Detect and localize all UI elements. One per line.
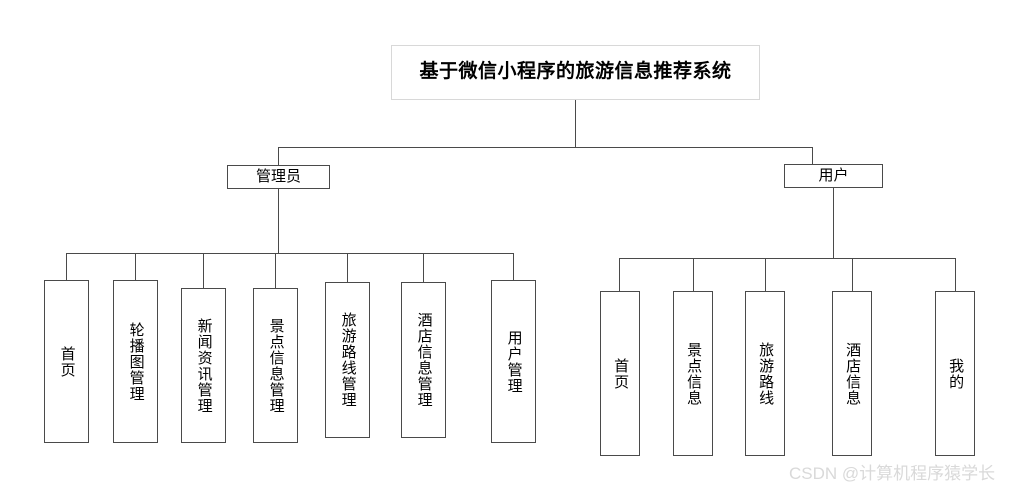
- role-node-user-label: 用户: [818, 167, 849, 185]
- root-node-system-title[interactable]: 基于微信小程序的旅游信息推荐系统: [391, 45, 760, 100]
- admin-module-carousel-label: 轮播图管理: [127, 321, 145, 402]
- connector-admin-drop-4: [275, 253, 276, 288]
- root-node-label: 基于微信小程序的旅游信息推荐系统: [419, 61, 732, 83]
- user-module-travel-route[interactable]: 旅游路线: [745, 291, 785, 456]
- watermark-csdn: CSDN @计算机程序猿学长: [789, 464, 996, 483]
- admin-module-news-label: 新闻资讯管理: [195, 317, 213, 414]
- admin-module-travel-route-label: 旅游路线管理: [339, 312, 357, 408]
- admin-module-carousel[interactable]: 轮播图管理: [113, 280, 158, 443]
- user-module-mine[interactable]: 我的: [935, 291, 975, 456]
- user-module-hotel-info-label: 酒店信息: [844, 341, 862, 406]
- connector-root-stem: [575, 100, 576, 147]
- connector-admin-drop-6: [423, 253, 424, 282]
- connector-admin-drop-1: [66, 253, 67, 280]
- connector-role-bus-left-drop: [278, 147, 279, 165]
- admin-module-hotel-info-label: 酒店信息管理: [415, 312, 433, 408]
- admin-module-attraction-info[interactable]: 景点信息管理: [253, 288, 298, 443]
- admin-module-user-management[interactable]: 用户管理: [491, 280, 536, 443]
- connector-admin-drop-3: [203, 253, 204, 288]
- connector-admin-bus: [66, 253, 513, 254]
- role-node-user[interactable]: 用户: [784, 164, 883, 188]
- connector-admin-drop-5: [347, 253, 348, 282]
- admin-module-user-management-label: 用户管理: [505, 329, 523, 394]
- admin-module-home-label: 首页: [58, 345, 76, 378]
- connector-user-drop-2: [693, 258, 694, 291]
- connector-user-drop-5: [955, 258, 956, 291]
- admin-module-attraction-info-label: 景点信息管理: [267, 317, 285, 414]
- admin-module-home[interactable]: 首页: [44, 280, 89, 443]
- connector-user-drop-4: [852, 258, 853, 291]
- admin-module-travel-route[interactable]: 旅游路线管理: [325, 282, 370, 438]
- user-module-attraction-info-label: 景点信息: [685, 341, 703, 406]
- role-node-admin-label: 管理员: [255, 168, 301, 186]
- user-module-travel-route-label: 旅游路线: [757, 341, 775, 406]
- connector-user-bus: [619, 258, 955, 259]
- connector-user-drop-3: [765, 258, 766, 291]
- connector-admin-drop-2: [135, 253, 136, 280]
- admin-module-hotel-info[interactable]: 酒店信息管理: [401, 282, 446, 438]
- connector-role-bus-right-drop: [812, 147, 813, 165]
- connector-role-bus: [278, 147, 813, 148]
- connector-admin-drop-7: [513, 253, 514, 280]
- user-module-attraction-info[interactable]: 景点信息: [673, 291, 713, 456]
- role-node-admin[interactable]: 管理员: [227, 165, 330, 189]
- user-module-hotel-info[interactable]: 酒店信息: [832, 291, 872, 456]
- user-module-mine-label: 我的: [947, 357, 965, 390]
- user-module-home[interactable]: 首页: [600, 291, 640, 456]
- admin-module-news[interactable]: 新闻资讯管理: [181, 288, 226, 443]
- connector-user-stem: [833, 188, 834, 258]
- user-module-home-label: 首页: [612, 357, 630, 390]
- connector-admin-stem: [278, 189, 279, 253]
- connector-user-drop-1: [619, 258, 620, 291]
